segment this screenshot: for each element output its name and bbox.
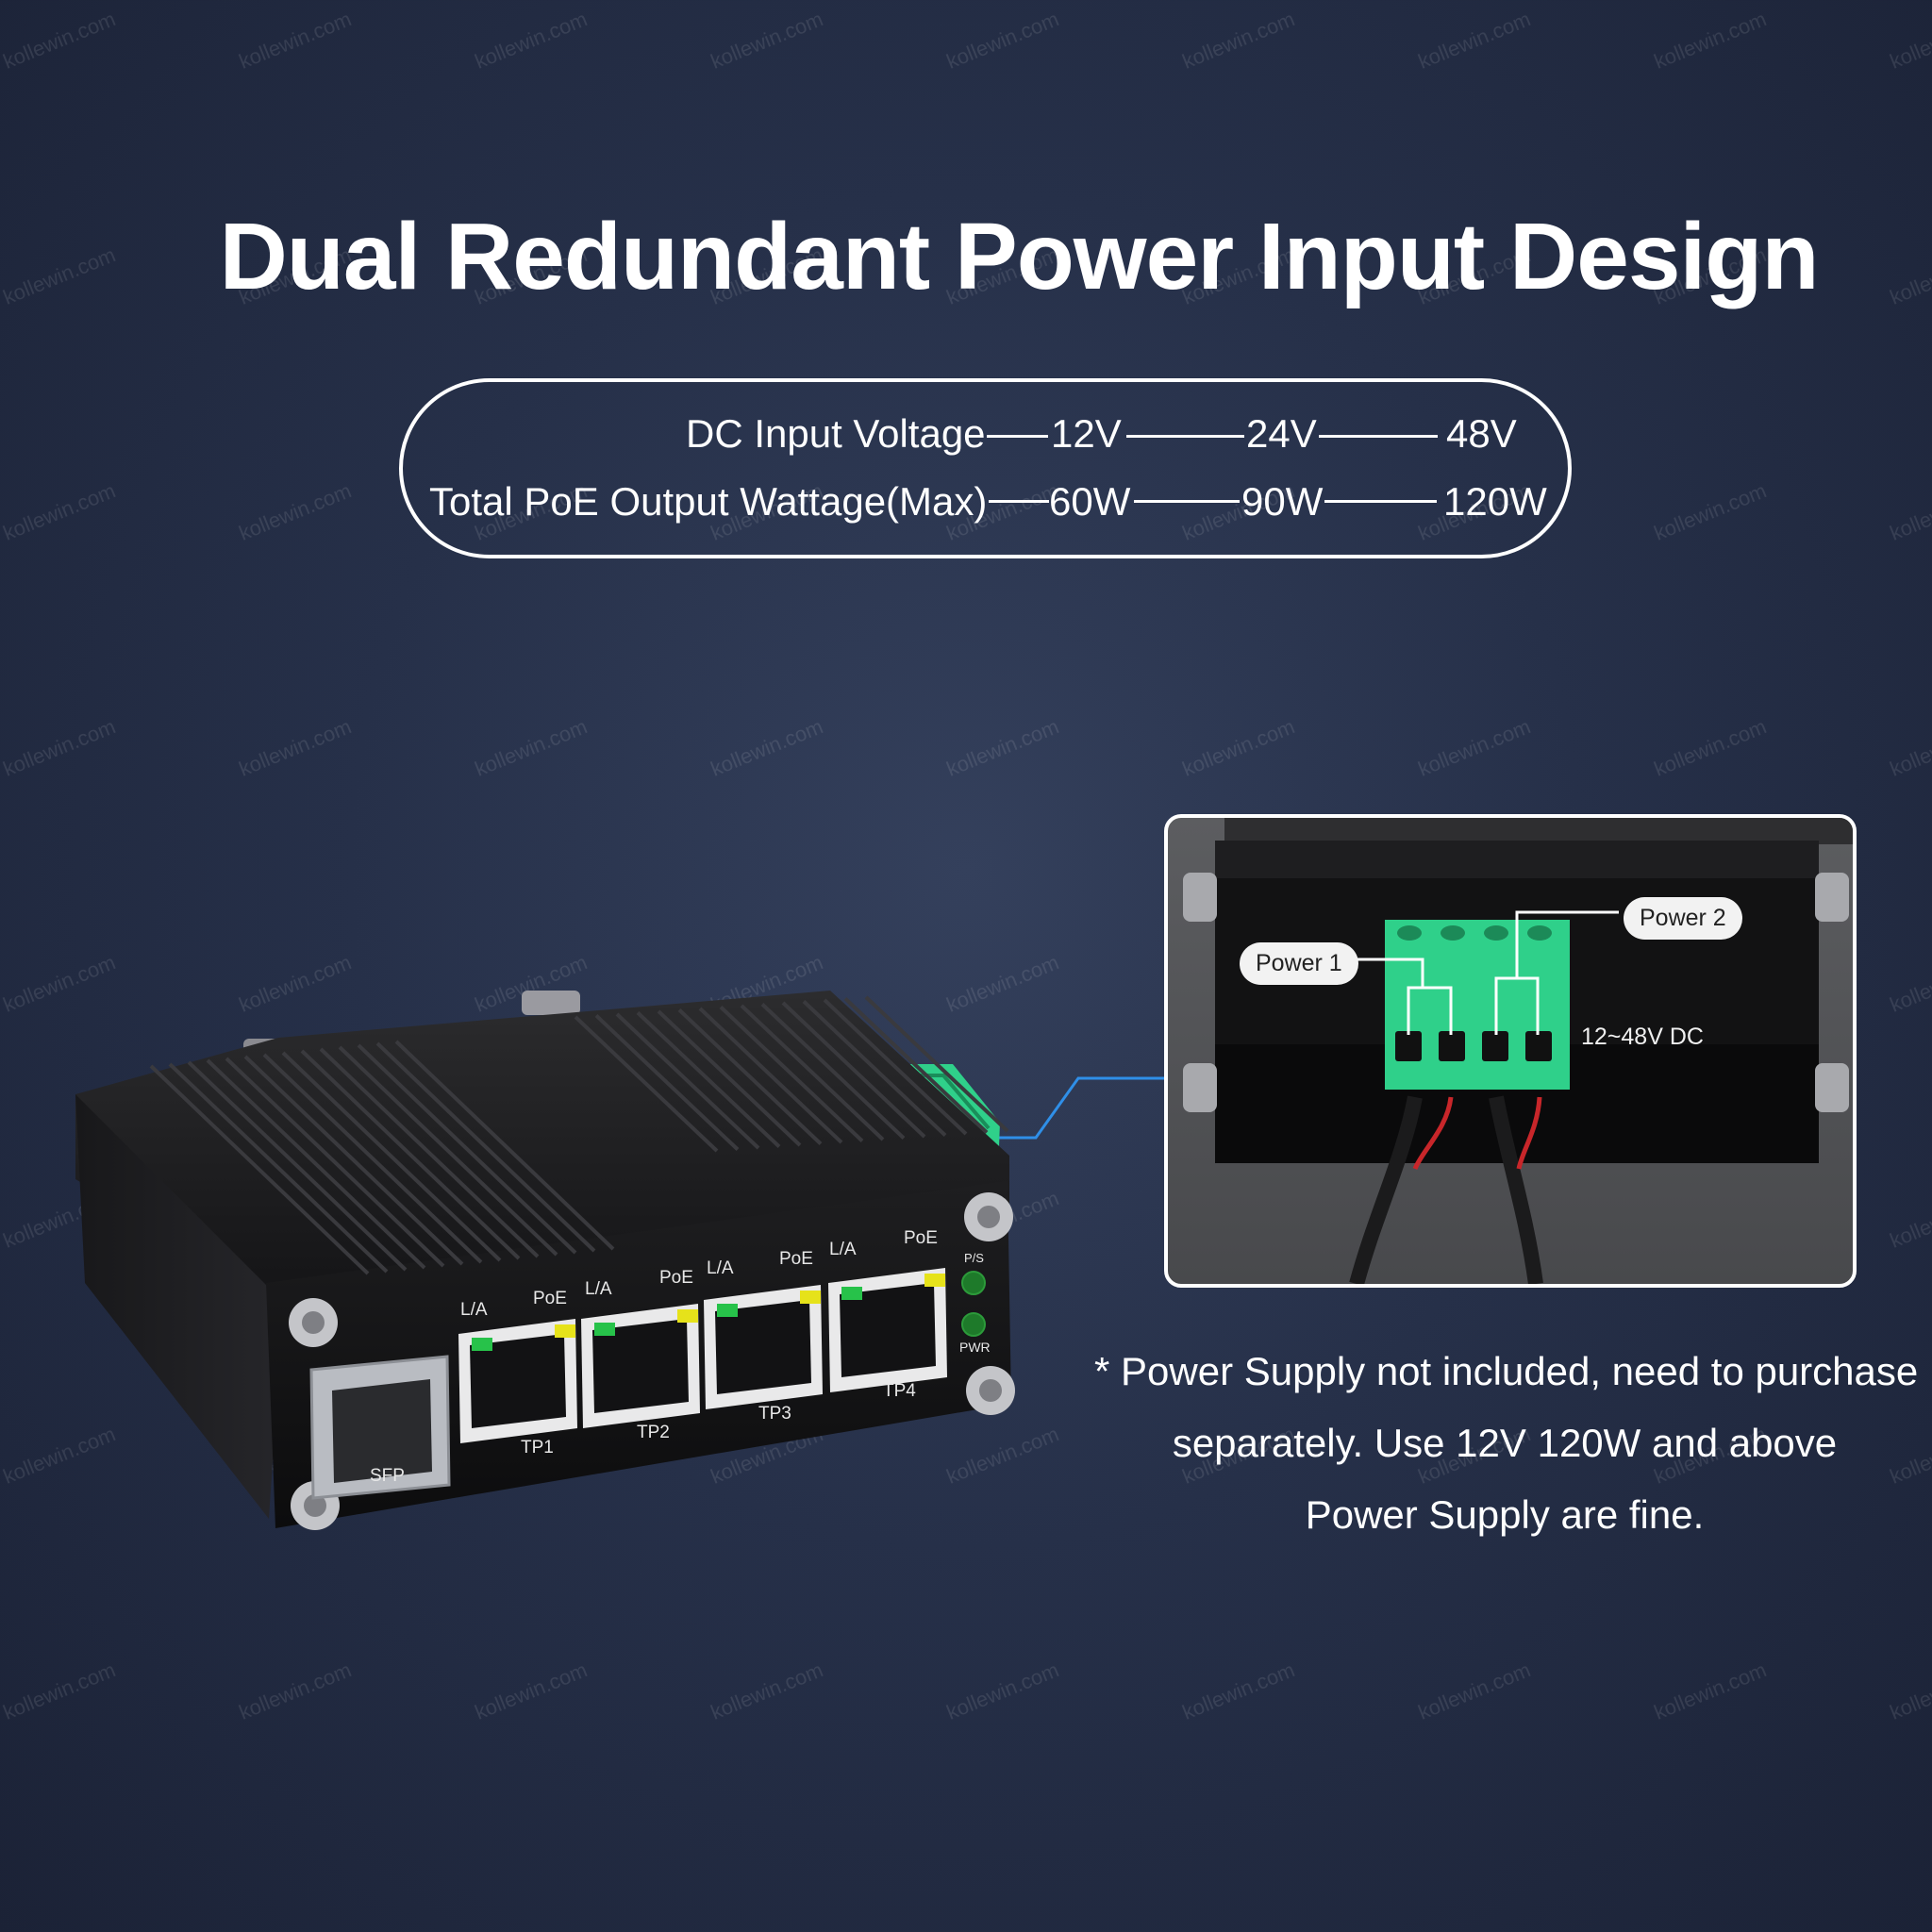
- port-la-label: L/A: [585, 1279, 612, 1299]
- closeup-illustration: [1183, 818, 1853, 1284]
- port-label-tp2: TP2: [637, 1423, 670, 1442]
- spec-line: [1319, 435, 1438, 438]
- port-label-tp4: TP4: [883, 1381, 916, 1401]
- voltage-range-label: 12~48V DC: [1581, 1024, 1704, 1050]
- port-poe-label: PoE: [533, 1289, 567, 1308]
- terminal-block: [1385, 920, 1570, 1090]
- power1-callout: Power 1: [1240, 942, 1358, 985]
- spec-line: [1126, 435, 1244, 438]
- connector-line: [998, 1076, 1164, 1140]
- ps-led: [961, 1271, 986, 1295]
- link-led: [717, 1304, 738, 1317]
- voltage-value: 12V: [1051, 411, 1122, 456]
- note-line-1: * Power Supply not included, need to pur…: [1094, 1349, 1919, 1393]
- sfp-label: SFP: [370, 1466, 405, 1486]
- din-clip: [522, 991, 580, 1015]
- wattage-value: 90W: [1241, 479, 1324, 524]
- link-led: [841, 1287, 862, 1300]
- port-label-tp1: TP1: [521, 1438, 554, 1457]
- port-poe-label: PoE: [659, 1268, 693, 1288]
- device-side: [75, 1094, 283, 1519]
- port-poe-label: PoE: [779, 1249, 813, 1269]
- voltage-label: DC Input Voltage: [686, 411, 986, 456]
- spec-line: [989, 500, 1049, 503]
- poe-led: [677, 1309, 698, 1323]
- spec-line: [987, 435, 1048, 438]
- pwr-label: PWR: [959, 1340, 991, 1355]
- port-la-label: L/A: [460, 1300, 488, 1320]
- power2-callout: Power 2: [1624, 897, 1742, 940]
- link-led: [472, 1338, 492, 1351]
- link-led: [594, 1323, 615, 1336]
- port-poe-label: PoE: [904, 1228, 938, 1248]
- port-label-tp3: TP3: [758, 1404, 791, 1424]
- note-line-3: Power Supply are fine.: [1305, 1492, 1705, 1537]
- poe-led: [924, 1274, 945, 1287]
- voltage-value: 24V: [1246, 411, 1317, 456]
- spec-box: [399, 378, 1572, 558]
- port-la-label: L/A: [707, 1258, 734, 1278]
- poe-led: [800, 1291, 821, 1304]
- port-la-label: L/A: [829, 1240, 857, 1259]
- wattage-label: Total PoE Output Wattage(Max): [429, 479, 988, 524]
- note-line-2: separately. Use 12V 120W and above: [1172, 1421, 1838, 1465]
- sfp-slot: [332, 1379, 432, 1483]
- power-terminal-closeup: Power 1 Power 2 12~48V DC: [1164, 814, 1857, 1288]
- voltage-value: 48V: [1446, 411, 1517, 456]
- spec-line: [1324, 500, 1437, 503]
- spec-line: [1134, 500, 1240, 503]
- poe-led: [555, 1324, 575, 1338]
- pwr-led: [961, 1312, 986, 1337]
- wattage-value: 120W: [1443, 479, 1547, 524]
- page-title: Dual Redundant Power Input Design: [219, 204, 1820, 309]
- wattage-value: 60W: [1049, 479, 1131, 524]
- ps-label: P/S: [964, 1251, 984, 1265]
